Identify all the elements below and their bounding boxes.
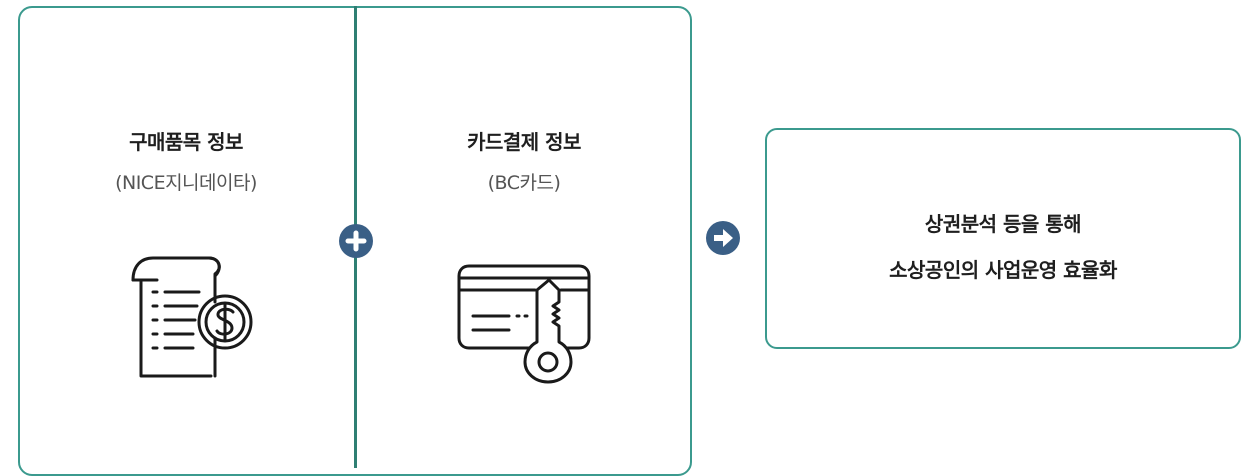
arrow-right-circle-icon xyxy=(706,221,740,255)
card-payment-source: (BC카드) xyxy=(487,172,561,194)
receipt-dollar-icon xyxy=(111,246,261,386)
result-box: 상권분석 등을 통해 소상공인의 사업운영 효율화 xyxy=(765,128,1241,349)
card-payment-title: 카드결제 정보 xyxy=(467,130,581,154)
result-line-1: 상권분석 등을 통해 xyxy=(924,212,1082,236)
result-line-2: 소상공인의 사업운영 효율화 xyxy=(889,258,1117,282)
card-payment-panel: 카드결제 정보 (BC카드) xyxy=(356,6,692,468)
purchase-info-source: (NICE지니데이타) xyxy=(115,172,257,194)
purchase-info-panel: 구매품목 정보 (NICE지니데이타) xyxy=(18,6,354,468)
card-key-icon xyxy=(449,256,599,391)
purchase-info-title: 구매품목 정보 xyxy=(129,130,243,154)
plus-circle-icon xyxy=(339,224,373,258)
